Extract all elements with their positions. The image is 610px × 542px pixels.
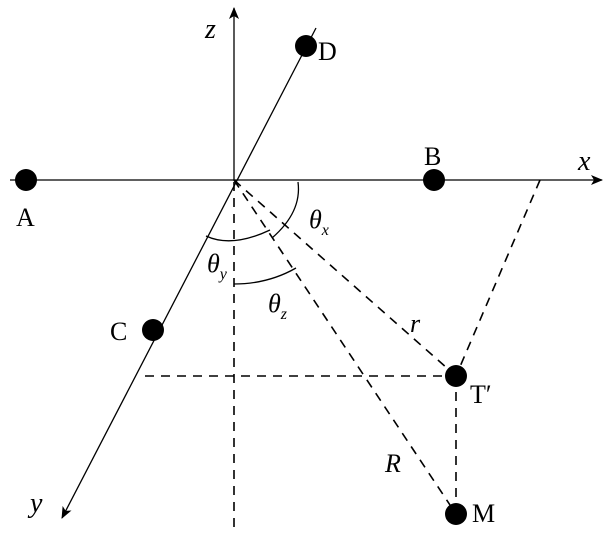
- label-T: T′: [470, 380, 492, 409]
- label-R: R: [384, 449, 401, 478]
- label-A: A: [16, 203, 35, 232]
- theta-x-arc: [271, 181, 300, 239]
- label-r: r: [410, 309, 421, 338]
- point-C: [142, 319, 164, 341]
- theta-y-arc: [205, 229, 271, 242]
- point-D: [295, 35, 317, 57]
- theta-z-arc: [233, 267, 297, 285]
- point-T: [445, 365, 467, 387]
- label-M: M: [472, 499, 495, 528]
- point-M: [445, 503, 467, 525]
- z-axis-label: z: [204, 14, 216, 45]
- point-B: [423, 169, 445, 191]
- dashed-x-axis-to-T: [455, 179, 541, 377]
- y-axis: [61, 27, 317, 519]
- label-D: D: [318, 37, 337, 66]
- point-A: [15, 169, 37, 191]
- line-r-to-T: [233, 179, 457, 377]
- line-R-to-M: [233, 179, 457, 515]
- theta-y-label: θy: [207, 249, 228, 283]
- label-C: C: [110, 317, 127, 346]
- label-B: B: [424, 142, 441, 171]
- y-axis-label: y: [27, 488, 43, 519]
- x-axis-label: x: [577, 146, 591, 177]
- theta-z-label: θz: [268, 289, 288, 323]
- theta-x-label: θx: [309, 205, 329, 239]
